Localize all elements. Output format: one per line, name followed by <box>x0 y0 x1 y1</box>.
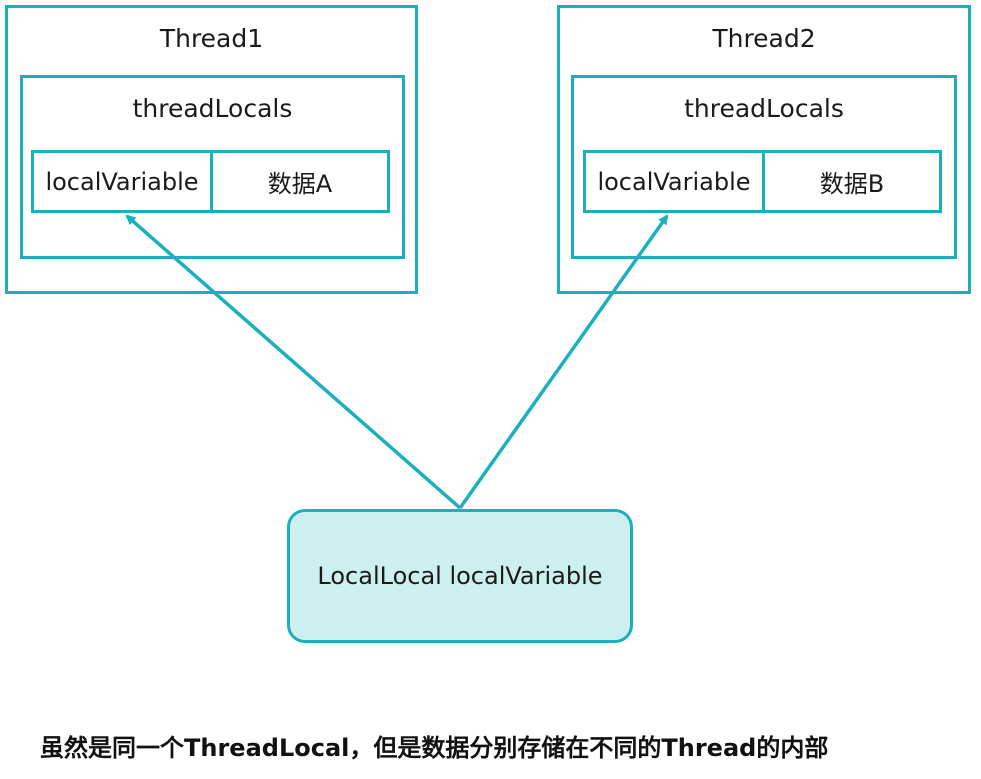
thread1-threadlocals-box: threadLocals <box>20 75 405 259</box>
thread2-entry-value: 数据B <box>819 170 885 198</box>
thread2-threadlocals-box: threadLocals <box>571 75 957 259</box>
thread1-entry-key: localVariable <box>34 153 213 210</box>
thread1-box: Thread1 <box>5 5 418 294</box>
threadlocal-variable-label: LocalLocal localVariable <box>317 562 603 590</box>
arrow-to-thread1-entry <box>125 214 462 510</box>
thread1-threadlocals-label: threadLocals <box>132 94 293 123</box>
threadlocal-variable-box: LocalLocal localVariable <box>287 509 633 643</box>
thread1-title: Thread1 <box>159 24 264 53</box>
thread1-entry-value: 数据A <box>267 170 333 198</box>
thread2-entry-row: localVariable 数据B <box>583 150 942 213</box>
diagram-caption: 虽然是同一个ThreadLocal，但是数据分别存储在不同的Thread的内部 <box>40 734 829 762</box>
thread2-box: Thread2 <box>557 5 971 294</box>
thread1-entry-row: localVariable 数据A <box>31 150 390 213</box>
thread2-title: Thread2 <box>712 24 816 53</box>
thread2-threadlocals-label: threadLocals <box>684 94 844 123</box>
arrow-to-thread2-entry <box>458 214 669 510</box>
thread2-entry-key: localVariable <box>586 153 765 210</box>
